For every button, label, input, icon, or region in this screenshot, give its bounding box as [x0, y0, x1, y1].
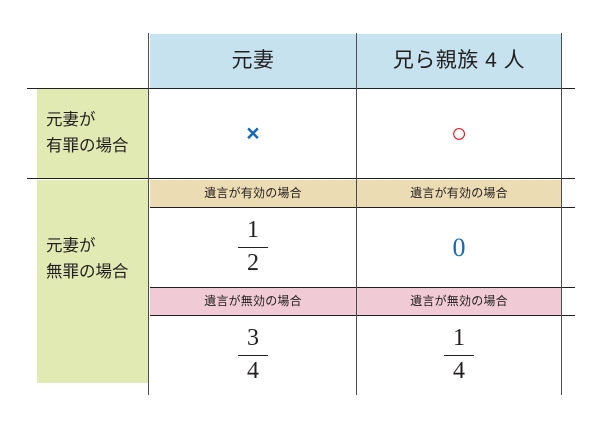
cell-guilty-relatives: ○: [357, 89, 561, 178]
row-header-innocent-line1: 元妻が: [46, 237, 96, 256]
column-header-relatives-label: 兄ら親族 4 人: [392, 48, 526, 72]
fraction-denominator: 2: [247, 250, 259, 276]
column-header-band-fill: [150, 34, 561, 88]
rule-below-guilty-row: [27, 178, 575, 179]
band-invalid-will-label-right: 遺言が無効の場合: [357, 288, 561, 315]
row-header-guilty-line2: 有罪の場合: [46, 136, 129, 155]
band-invalid-will-label-left: 遺言が無効の場合: [150, 288, 356, 315]
cell-innocent-valid-relatives: 0: [357, 208, 561, 287]
fraction-one-half: 1 2: [238, 217, 268, 277]
fraction-numerator: 1: [247, 217, 259, 244]
row-header-guilty-line1: 元妻が: [46, 110, 96, 129]
column-header-relatives: 兄ら親族 4 人: [357, 34, 561, 88]
row-header-guilty: 元妻が 有罪の場合: [46, 89, 148, 178]
rule-col-divider-right: [561, 33, 562, 395]
cell-innocent-invalid-ex-wife: 3 4: [150, 316, 356, 395]
cross-mark-icon: ×: [246, 120, 260, 146]
circle-mark-icon: ○: [450, 118, 468, 148]
band-invalid-will-label-left-text: 遺言が無効の場合: [204, 294, 302, 309]
band-valid-will-label-right: 遺言が有効の場合: [357, 180, 561, 207]
value-zero: 0: [452, 232, 466, 262]
fraction-numerator: 1: [453, 325, 465, 352]
fraction-numerator: 3: [247, 325, 259, 352]
rule-col-divider-middle: [356, 33, 357, 395]
row-header-innocent: 元妻が 無罪の場合: [46, 215, 148, 305]
cell-innocent-valid-ex-wife: 1 2: [150, 208, 356, 287]
rule-above-invalid-band-label: [150, 287, 575, 288]
rule-below-valid-band-label: [150, 207, 575, 208]
fraction-bar: [444, 355, 474, 356]
row-header-innocent-line2: 無罪の場合: [46, 263, 129, 281]
fraction-three-quarters: 3 4: [238, 325, 268, 385]
column-header-ex-wife-label: 元妻: [231, 48, 275, 72]
rule-below-invalid-band-label: [150, 315, 575, 316]
band-invalid-will-fill: [150, 288, 561, 315]
column-header-ex-wife: 元妻: [150, 34, 356, 88]
fraction-denominator: 4: [247, 358, 259, 384]
row-header-guilty-fill: [37, 89, 148, 178]
band-invalid-will-label-right-text: 遺言が無効の場合: [410, 294, 508, 309]
cell-innocent-invalid-relatives: 1 4: [357, 316, 561, 395]
rule-below-column-header: [27, 88, 575, 89]
fraction-bar: [238, 355, 268, 356]
fraction-denominator: 4: [453, 358, 465, 384]
rule-col-divider-left: [148, 33, 149, 395]
band-valid-will-fill: [150, 180, 561, 207]
band-valid-will-label-left: 遺言が有効の場合: [150, 180, 356, 207]
fraction-bar: [238, 247, 268, 248]
band-valid-will-label-right-text: 遺言が有効の場合: [410, 186, 508, 201]
cell-guilty-ex-wife: ×: [150, 89, 356, 178]
fraction-one-quarter: 1 4: [444, 325, 474, 385]
band-valid-will-label-left-text: 遺言が有効の場合: [204, 186, 302, 201]
row-header-innocent-fill: [37, 180, 148, 383]
